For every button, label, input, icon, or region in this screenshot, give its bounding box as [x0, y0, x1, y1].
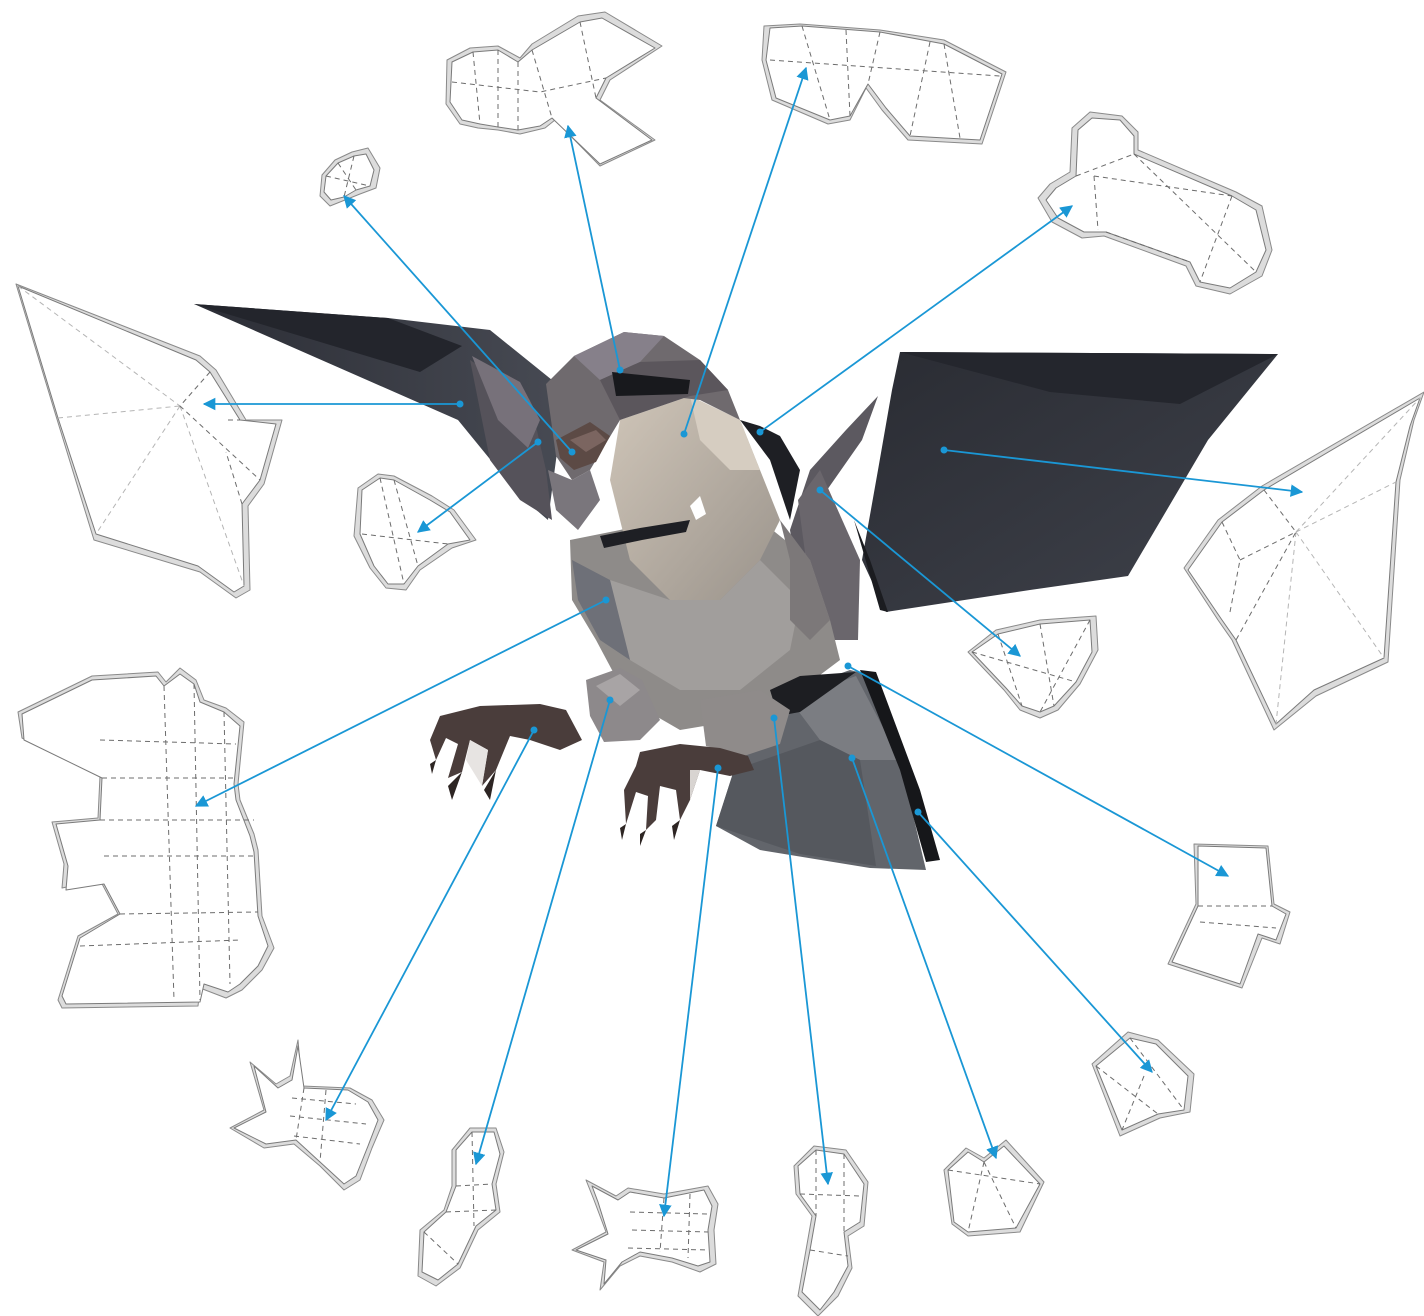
leader-tail-tip [918, 812, 1152, 1072]
paper-net-tail-lower [1168, 844, 1290, 988]
paper-net-crown-strip [762, 24, 1006, 144]
paper-net-face [446, 12, 662, 166]
leader-neck-origin-dot [757, 429, 764, 436]
leader-center-foot [664, 768, 718, 1216]
paper-net-neck-block [1038, 112, 1272, 294]
paper-net-shoulder-left [354, 474, 476, 590]
paper-net-shoulder-right [968, 616, 1098, 718]
paper-net-right-wing [1184, 392, 1424, 730]
leader-crown [684, 68, 806, 434]
leader-face [568, 126, 620, 370]
leader-body [196, 600, 606, 806]
leader-left-wing-origin-dot [457, 401, 464, 408]
leader-right-wing-origin-dot [941, 447, 948, 454]
bird-left-talon [430, 704, 582, 800]
leader-right-leg-origin-dot [771, 715, 778, 722]
leader-left-foot [326, 730, 534, 1120]
leader-center-foot-origin-dot [715, 765, 722, 772]
paper-net-body [18, 668, 274, 1008]
lowpoly-bird-model [194, 304, 1278, 870]
leader-left-leg-origin-dot [607, 697, 614, 704]
leader-head-top-origin-dot [569, 449, 576, 456]
leader-face-origin-dot [617, 367, 624, 374]
paper-net-left-foot [230, 1040, 384, 1190]
paper-net-left-leg [418, 1128, 504, 1286]
paper-net-tail-tip [1092, 1032, 1194, 1136]
leader-left-foot-origin-dot [531, 727, 538, 734]
leader-shoulder-right-origin-dot [817, 487, 824, 494]
paper-net-head-top [320, 148, 380, 206]
leader-body-origin-dot [603, 597, 610, 604]
leader-belly-piece-origin-dot [849, 755, 856, 762]
leader-shoulder-left-origin-dot [535, 439, 542, 446]
paper-net-right-leg [794, 1146, 868, 1316]
paper-net-left-wing [16, 284, 282, 598]
leader-tail-tip-origin-dot [915, 809, 922, 816]
paper-net-center-foot [572, 1180, 718, 1290]
leader-crown-origin-dot [681, 431, 688, 438]
leader-tail-lower-origin-dot [845, 663, 852, 670]
